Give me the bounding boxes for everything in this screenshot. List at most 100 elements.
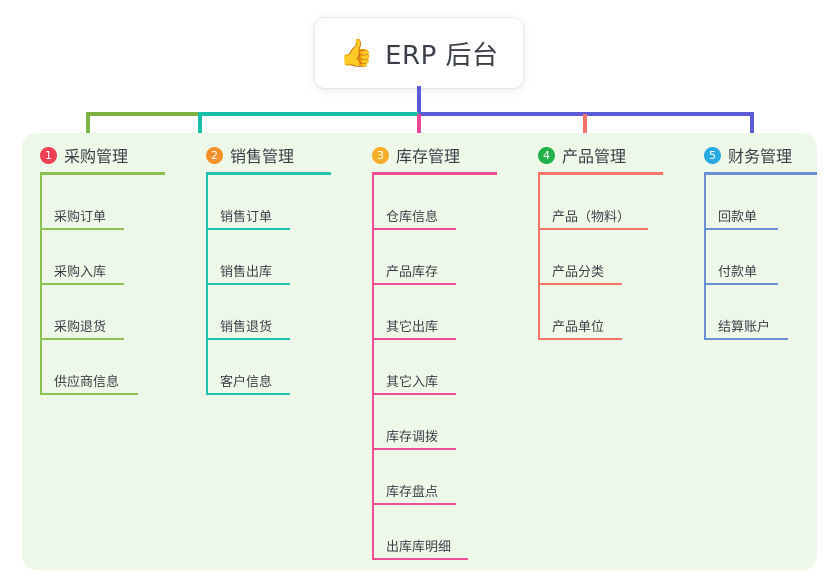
- branch-header-underline: [704, 172, 817, 175]
- branch-item[interactable]: 库存调拨: [372, 420, 456, 450]
- branch-item-underline: [372, 228, 456, 230]
- branch-item-label: 结算账户: [718, 320, 771, 335]
- branch-item-label: 销售退货: [220, 320, 273, 335]
- branch-item[interactable]: 采购订单: [40, 200, 124, 230]
- branch-item[interactable]: 销售订单: [206, 200, 290, 230]
- branch-item-label: 采购退货: [54, 320, 107, 335]
- branch-item[interactable]: 供应商信息: [40, 365, 138, 395]
- branch-item[interactable]: 产品单位: [538, 310, 622, 340]
- branch-header-sales[interactable]: 2 销售管理: [206, 143, 294, 167]
- branch-number-badge: 3: [372, 146, 389, 164]
- branch-spine-finance: [704, 175, 706, 340]
- thumbs-up-icon: 👍: [339, 37, 374, 69]
- branch-item-label: 采购入库: [54, 265, 107, 280]
- branch-item-label: 其它出库: [386, 320, 439, 335]
- branch-item[interactable]: 销售退货: [206, 310, 290, 340]
- branch-item-underline: [40, 338, 124, 340]
- branch-item-underline: [372, 558, 468, 560]
- branch-item[interactable]: 产品（物料）: [538, 200, 648, 230]
- branch-item[interactable]: 结算账户: [704, 310, 788, 340]
- branch-header-underline: [206, 172, 331, 175]
- branch-spine-stock: [372, 175, 374, 560]
- connector-green: [86, 112, 198, 116]
- branch-item-label: 库存盘点: [386, 485, 439, 500]
- branch-item-label: 库存调拨: [386, 430, 439, 445]
- branch-item-label: 出库库明细: [386, 540, 452, 555]
- branch-item-underline: [704, 338, 788, 340]
- branch-header-underline: [40, 172, 165, 175]
- branch-item-label: 采购订单: [54, 210, 107, 225]
- branch-item[interactable]: 库存盘点: [372, 475, 456, 505]
- branch-title-stock: 库存管理: [396, 147, 461, 166]
- branch-spine-purchase: [40, 175, 42, 395]
- branch-column-sales: 2 销售管理销售订单销售出库销售退货客户信息: [206, 133, 341, 563]
- branch-item-underline: [40, 393, 138, 395]
- branch-item-underline: [704, 283, 778, 285]
- branch-header-stock[interactable]: 3 库存管理: [372, 143, 460, 167]
- branch-number-badge: 1: [40, 146, 57, 164]
- branch-item-label: 客户信息: [220, 375, 273, 390]
- branch-title-sales: 销售管理: [230, 147, 295, 166]
- branch-item-underline: [372, 503, 456, 505]
- branch-item-label: 回款单: [718, 210, 758, 225]
- branch-column-stock: 3 库存管理仓库信息产品库存其它出库其它入库库存调拨库存盘点出库库明细: [372, 133, 507, 563]
- root-node-label: ERP 后台: [385, 40, 499, 71]
- drop-stock: [417, 114, 421, 144]
- drop-sales: [198, 114, 202, 144]
- branch-item[interactable]: 付款单: [704, 255, 778, 285]
- drop-finance: [750, 114, 754, 144]
- branch-item-underline: [206, 228, 290, 230]
- branch-item-label: 产品（物料）: [552, 210, 631, 225]
- branch-item[interactable]: 销售出库: [206, 255, 290, 285]
- root-node-card[interactable]: 👍 ERP 后台: [315, 18, 523, 88]
- branch-number-badge: 5: [704, 146, 721, 164]
- branch-header-underline: [372, 172, 497, 175]
- drop-purchase: [86, 114, 90, 144]
- branch-item-label: 产品分类: [552, 265, 605, 280]
- branch-header-underline: [538, 172, 663, 175]
- branch-item[interactable]: 产品库存: [372, 255, 456, 285]
- branch-item-underline: [372, 393, 456, 395]
- branch-item[interactable]: 采购退货: [40, 310, 124, 340]
- branch-item-label: 其它入库: [386, 375, 439, 390]
- branch-spine-product: [538, 175, 540, 340]
- branch-item-underline: [538, 338, 622, 340]
- branch-item-underline: [206, 393, 290, 395]
- branch-spine-sales: [206, 175, 208, 395]
- branch-item-label: 销售出库: [220, 265, 273, 280]
- branch-item-underline: [372, 283, 456, 285]
- branch-item-label: 产品单位: [552, 320, 605, 335]
- branch-item-label: 仓库信息: [386, 210, 439, 225]
- branch-item-underline: [206, 338, 290, 340]
- branch-item[interactable]: 出库库明细: [372, 530, 468, 560]
- branch-item-underline: [206, 283, 290, 285]
- branch-number-badge: 4: [538, 146, 555, 164]
- branch-number-badge: 2: [206, 146, 223, 164]
- branch-item-underline: [40, 228, 124, 230]
- branch-item[interactable]: 其它出库: [372, 310, 456, 340]
- branch-item-label: 产品库存: [386, 265, 439, 280]
- branch-item[interactable]: 客户信息: [206, 365, 290, 395]
- branch-item-label: 销售订单: [220, 210, 273, 225]
- branch-item-underline: [372, 448, 456, 450]
- branch-item-underline: [372, 338, 456, 340]
- branch-item-underline: [40, 283, 124, 285]
- branch-item[interactable]: 回款单: [704, 200, 778, 230]
- branch-item[interactable]: 产品分类: [538, 255, 622, 285]
- branch-item-label: 供应商信息: [54, 375, 120, 390]
- branch-item-underline: [704, 228, 778, 230]
- branch-item[interactable]: 仓库信息: [372, 200, 456, 230]
- branch-item[interactable]: 采购入库: [40, 255, 124, 285]
- branch-item-label: 付款单: [718, 265, 758, 280]
- branch-item-underline: [538, 228, 648, 230]
- branch-item-underline: [538, 283, 622, 285]
- drop-product: [583, 114, 587, 144]
- branch-item[interactable]: 其它入库: [372, 365, 456, 395]
